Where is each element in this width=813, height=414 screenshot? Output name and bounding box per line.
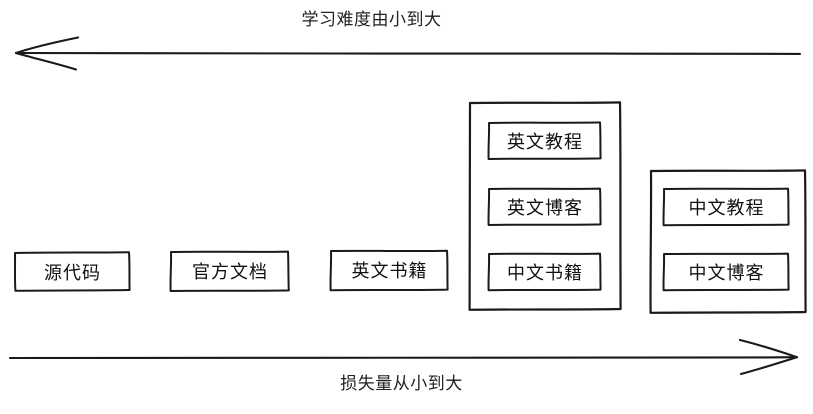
node-english-tutorials-box — [487, 121, 602, 160]
bottom-axis-label: 损失量从小到大 — [340, 374, 463, 394]
node-official-docs-box — [169, 250, 290, 292]
node-english-books-box — [329, 249, 449, 292]
node-chinese-blogs-box — [662, 252, 790, 292]
top-axis-label: 学习难度由小到大 — [301, 10, 442, 30]
node-chinese-tutorials-box — [662, 187, 790, 227]
top-axis-arrow-left — [14, 36, 802, 71]
node-source-code-box — [13, 251, 131, 292]
node-english-blogs-box — [487, 187, 602, 226]
node-chinese-books-box — [487, 252, 602, 292]
bottom-axis-arrow-right — [8, 338, 799, 376]
